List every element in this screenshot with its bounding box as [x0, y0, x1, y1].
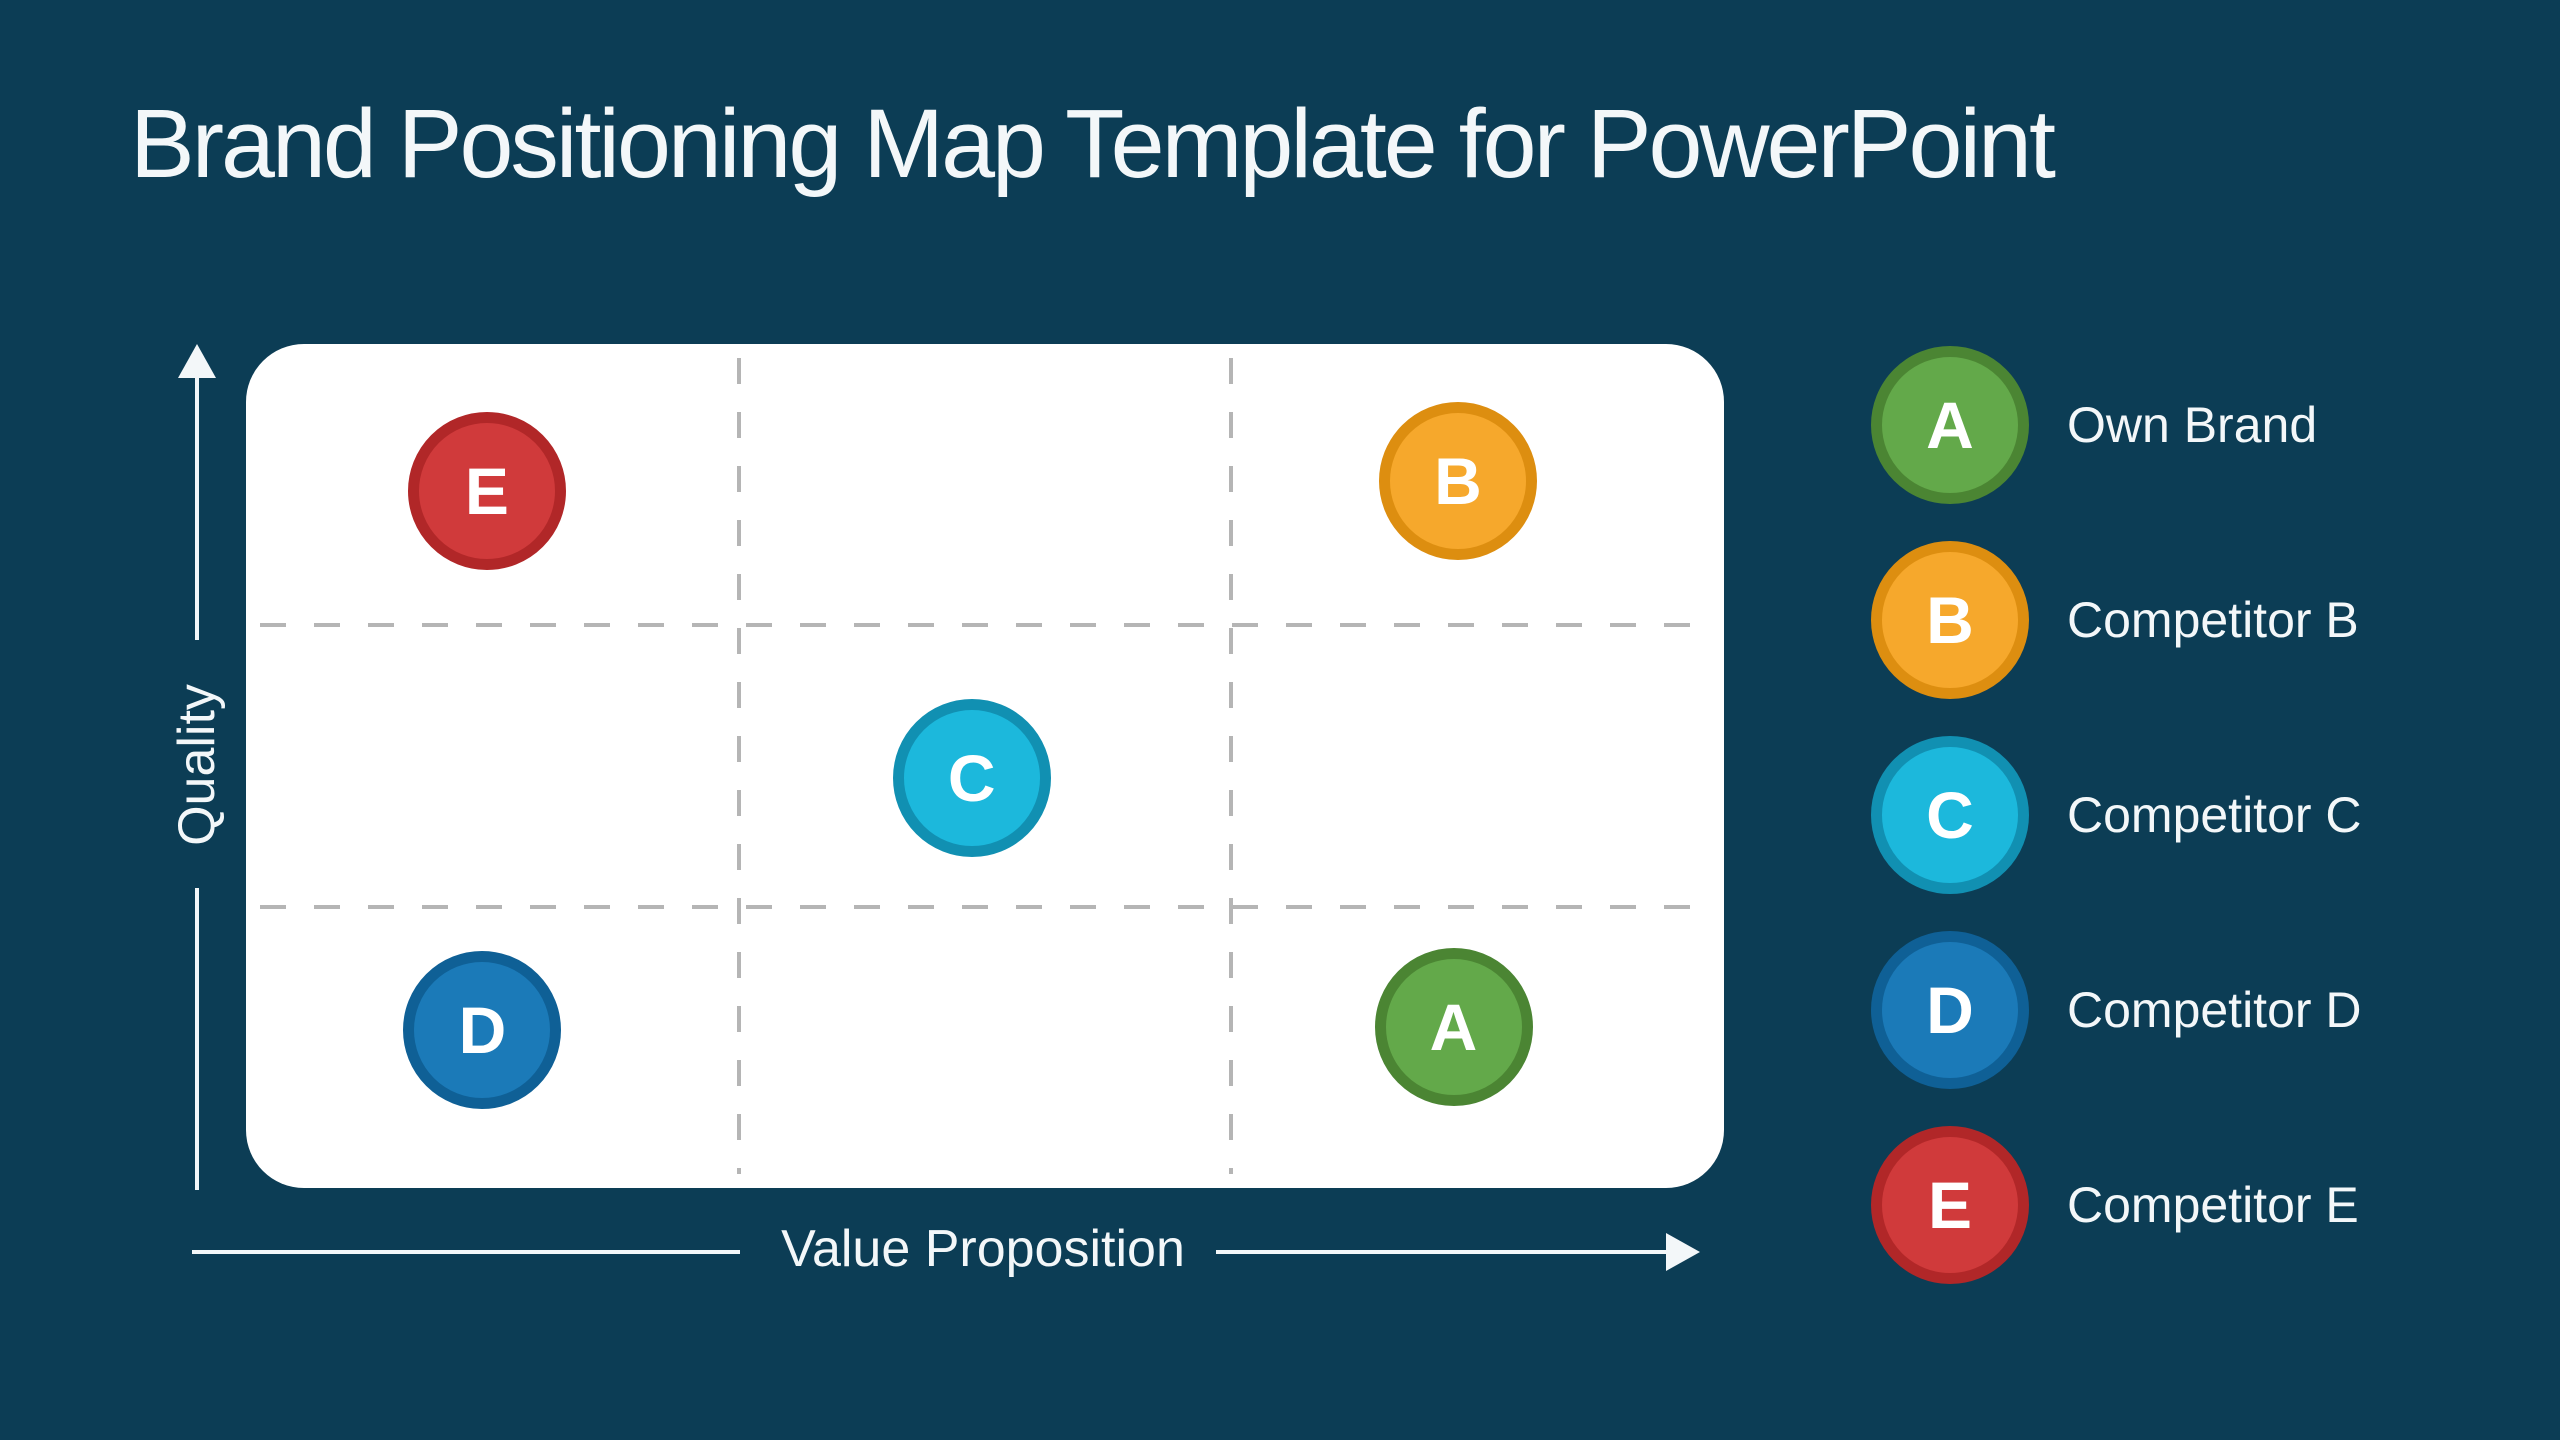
map-point-letter: D — [458, 993, 507, 1068]
map-point-letter: C — [947, 740, 996, 815]
map-point-letter: A — [1429, 989, 1478, 1064]
legend-marker-circle: B — [1871, 541, 2029, 699]
x-axis-line-left — [192, 1250, 740, 1254]
map-point-letter: E — [464, 453, 509, 528]
legend-marker-letter: D — [1926, 973, 1974, 1047]
legend-item-D: D Competitor D — [1871, 931, 2362, 1089]
y-axis-label: Quality — [168, 684, 226, 846]
legend-label: Competitor B — [2067, 592, 2359, 648]
map-point-C: C — [892, 698, 1051, 857]
map-point-B: B — [1378, 401, 1537, 560]
legend-item-A: A Own Brand — [1871, 346, 2362, 504]
page-title: Brand Positioning Map Template for Power… — [130, 89, 2056, 198]
legend-marker-letter: B — [1926, 583, 1974, 657]
gridline-vertical-2 — [1229, 358, 1234, 1174]
y-axis-arrowhead-icon — [178, 344, 216, 378]
legend-label: Own Brand — [2067, 397, 2318, 453]
map-point-E: E — [407, 411, 566, 570]
y-axis-line-lower — [195, 888, 199, 1190]
map-point-A: A — [1374, 947, 1533, 1106]
x-axis-arrowhead-icon — [1666, 1233, 1700, 1271]
gridline-horizontal-2 — [260, 904, 1710, 909]
plot-area: E B C D A — [246, 344, 1724, 1188]
legend-item-E: E Competitor E — [1871, 1126, 2362, 1284]
legend-marker-circle: D — [1871, 931, 2029, 1089]
legend-item-B: B Competitor B — [1871, 541, 2362, 699]
x-axis-label: Value Proposition — [781, 1220, 1185, 1278]
legend-label: Competitor C — [2067, 787, 2362, 843]
legend: A Own Brand B Competitor B C Competitor … — [1871, 346, 2362, 1321]
gridline-vertical-1 — [736, 358, 741, 1174]
legend-marker-circle: E — [1871, 1126, 2029, 1284]
legend-marker-letter: C — [1926, 778, 1974, 852]
legend-item-C: C Competitor C — [1871, 736, 2362, 894]
gridline-horizontal-1 — [260, 623, 1710, 628]
legend-label: Competitor E — [2067, 1177, 2359, 1233]
legend-marker-letter: E — [1927, 1168, 1973, 1242]
legend-marker-letter: A — [1926, 388, 1974, 462]
y-axis-line-upper — [195, 376, 199, 640]
x-axis-line-right — [1216, 1250, 1666, 1254]
legend-label: Competitor D — [2067, 982, 2362, 1038]
legend-marker-circle: A — [1871, 346, 2029, 504]
map-point-D: D — [403, 951, 562, 1110]
legend-marker-circle: C — [1871, 736, 2029, 894]
map-point-letter: B — [1434, 443, 1482, 518]
